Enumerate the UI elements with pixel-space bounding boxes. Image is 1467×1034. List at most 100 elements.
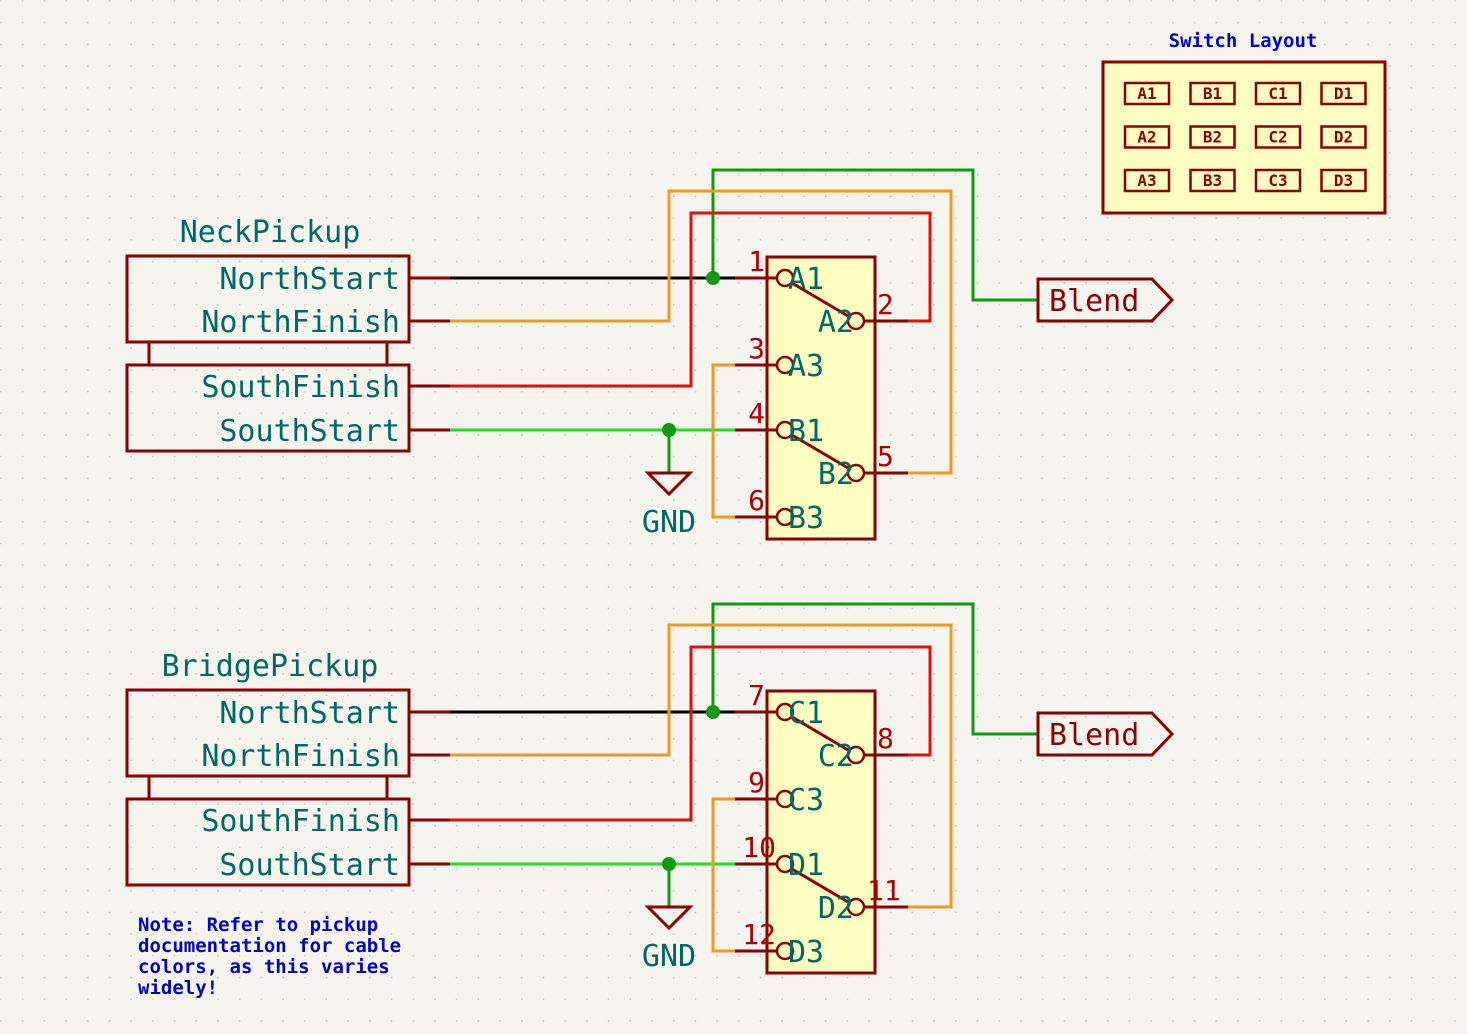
neck-pin-south-start: SouthStart <box>219 414 400 449</box>
bridge-switch-num-8: 8 <box>877 722 894 755</box>
wire-a3-b3-link <box>711 363 735 519</box>
switch-layout-title: Switch Layout <box>1169 30 1318 52</box>
bridge-coil-south <box>125 797 411 887</box>
layout-cell-c2 <box>1254 125 1302 149</box>
bridge-switch-body <box>765 689 877 975</box>
bridge-switch-pin-d2: D2 <box>818 891 854 926</box>
layout-cell-label-d1: D1 <box>1334 84 1353 103</box>
neck-switch-pin-b3: B3 <box>788 501 824 536</box>
neck-pin-south-finish: SouthFinish <box>201 370 400 405</box>
bridge-switch-pin-d3: D3 <box>788 935 824 970</box>
layout-cell-label-a1: A1 <box>1137 84 1156 103</box>
bridge-switch: C1 C2 C3 D1 D2 D3 7 8 9 10 11 12 <box>735 679 908 975</box>
neck-switch-pin-b2: B2 <box>818 457 854 492</box>
neck-ground-symbol: GND <box>642 471 696 540</box>
neck-switch-num-3: 3 <box>748 332 765 365</box>
layout-cell-a2 <box>1123 125 1171 149</box>
neck-pickup: NeckPickup NorthStart NorthFinish SouthF… <box>125 215 450 453</box>
layout-cell-a1 <box>1123 81 1171 106</box>
layout-cell-c1 <box>1254 81 1302 106</box>
note-line-4: widely! <box>138 977 218 999</box>
wire-c3-d3-link <box>711 797 735 953</box>
neck-blend-text: Blend <box>1049 284 1139 319</box>
neck-wires <box>450 168 1038 519</box>
neck-switch-pin-a1: A1 <box>788 262 824 297</box>
bridge-junction-north-start <box>706 705 720 719</box>
layout-cell-label-c3: C3 <box>1268 171 1287 190</box>
bridge-blend-text: Blend <box>1049 718 1139 753</box>
neck-switch-pin-a2: A2 <box>818 305 854 340</box>
layout-cell-label-a2: A2 <box>1137 128 1156 147</box>
bridge-switch-pin-d1: D1 <box>788 848 824 883</box>
bridge-pin-south-start: SouthStart <box>219 848 400 883</box>
bridge-section: BridgePickup NorthStart NorthFinish Sout… <box>125 602 1175 975</box>
layout-cell-label-c1: C1 <box>1268 84 1287 103</box>
neck-junction-north-start <box>706 271 720 285</box>
layout-cell-label-c2: C2 <box>1268 128 1287 147</box>
bridge-pickup: BridgePickup NorthStart NorthFinish Sout… <box>125 649 450 887</box>
bridge-switch-num-10: 10 <box>742 831 776 864</box>
layout-cell-label-d2: D2 <box>1334 128 1353 147</box>
neck-switch-num-4: 4 <box>748 397 765 430</box>
note-line-2: documentation for cable <box>138 935 401 957</box>
neck-switch-num-6: 6 <box>748 484 765 517</box>
bridge-switch-pin-c2: C2 <box>818 739 854 774</box>
cable-color-note: Note: Refer to pickup documentation for … <box>138 914 401 999</box>
hierarchical-label-icon <box>1036 277 1175 323</box>
wire-south-finish <box>450 645 932 822</box>
neck-switch-pin-a3: A3 <box>788 349 824 384</box>
neck-switch-num-2: 2 <box>877 288 894 321</box>
bridge-blend-label: Blend <box>1036 711 1175 757</box>
layout-cell-c3 <box>1254 168 1302 193</box>
layout-cell-b2 <box>1189 125 1236 149</box>
wire-blend-green <box>711 168 1038 302</box>
neck-coil-south <box>125 363 411 453</box>
neck-section: NeckPickup NorthStart NorthFinish SouthF… <box>125 168 1175 541</box>
neck-blend-label: Blend <box>1036 277 1175 323</box>
bridge-switch-pin-c3: C3 <box>788 783 824 818</box>
bridge-wires <box>450 602 1038 953</box>
bridge-pin-north-start: NorthStart <box>219 696 400 731</box>
bridge-pickup-label: BridgePickup <box>162 649 379 684</box>
layout-cell-b3 <box>1189 168 1236 193</box>
bridge-switch-num-12: 12 <box>742 918 776 951</box>
neck-switch-body <box>765 255 877 541</box>
layout-cell-label-a3: A3 <box>1137 171 1156 190</box>
neck-pin-north-finish: NorthFinish <box>201 305 400 340</box>
layout-cell-label-b3: B3 <box>1203 171 1222 190</box>
bridge-switch-num-9: 9 <box>748 766 765 799</box>
bridge-switch-num-11: 11 <box>867 874 901 907</box>
bridge-ground-label: GND <box>642 939 696 974</box>
layout-cell-d2 <box>1320 125 1367 149</box>
note-line-1: Note: Refer to pickup <box>138 914 378 936</box>
neck-switch-num-1: 1 <box>748 245 765 278</box>
layout-cell-label-b2: B2 <box>1203 128 1222 147</box>
layout-cell-d1 <box>1320 81 1367 106</box>
ground-icon <box>644 905 694 931</box>
bridge-switch-num-7: 7 <box>748 679 765 712</box>
hierarchical-label-icon <box>1036 711 1175 757</box>
layout-cell-label-b1: B1 <box>1203 84 1222 103</box>
neck-switch: A1 A2 A3 B1 B2 B3 1 2 3 4 5 6 <box>735 245 908 541</box>
layout-cell-d3 <box>1320 168 1367 193</box>
bridge-pin-north-finish: NorthFinish <box>201 739 400 774</box>
neck-switch-num-5: 5 <box>877 440 894 473</box>
layout-cell-b1 <box>1189 81 1236 106</box>
layout-cell-label-d3: D3 <box>1334 171 1353 190</box>
bridge-coil-north <box>125 688 411 778</box>
wire-north-finish <box>450 189 953 475</box>
neck-ground-label: GND <box>642 505 696 540</box>
bridge-switch-pin-c1: C1 <box>788 696 824 731</box>
neck-pin-north-start: NorthStart <box>219 262 400 297</box>
wire-north-finish <box>450 623 953 909</box>
layout-cell-a3 <box>1123 168 1171 193</box>
ground-icon <box>644 471 694 497</box>
neck-coil-north <box>125 254 411 344</box>
neck-junction-ground <box>662 423 676 437</box>
note-line-3: colors, as this varies <box>138 956 390 978</box>
bridge-ground-symbol: GND <box>642 905 696 974</box>
neck-pickup-label: NeckPickup <box>180 215 361 250</box>
wire-south-finish <box>450 211 932 388</box>
bridge-junction-ground <box>662 857 676 871</box>
